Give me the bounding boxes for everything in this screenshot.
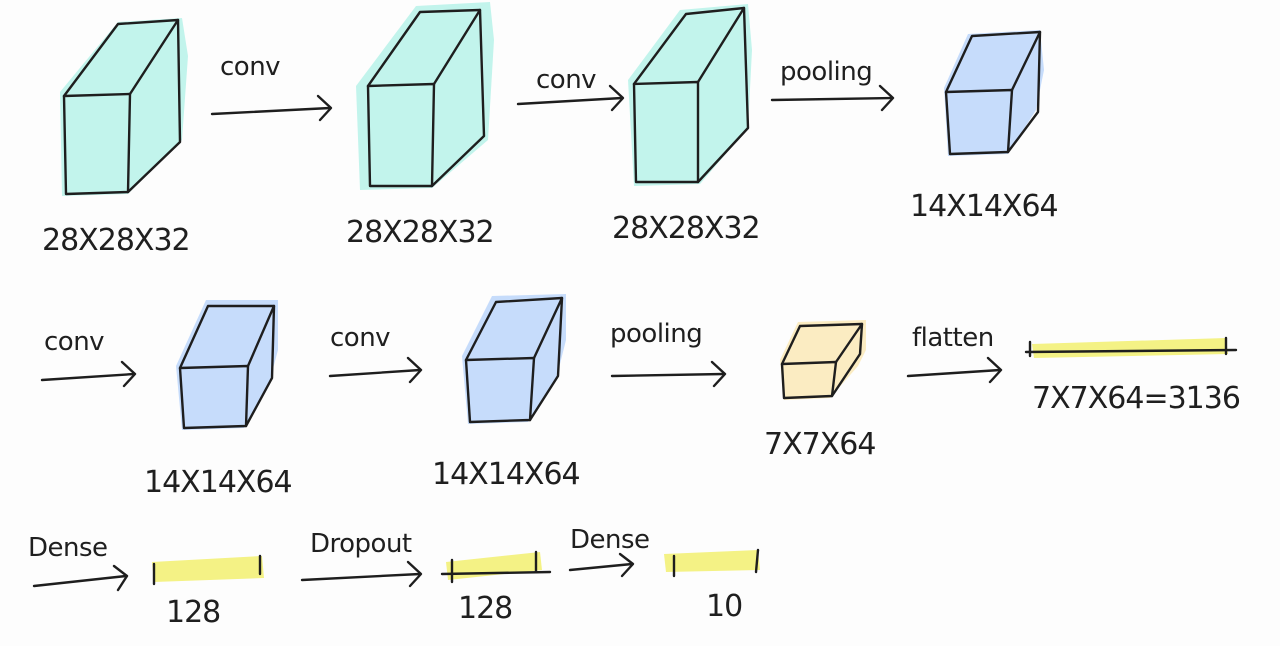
block-1-dims-label: 28X28X32 xyxy=(42,223,190,258)
flatten-vector xyxy=(1024,336,1238,358)
arrow-4-icon xyxy=(40,360,137,388)
conv-op-1-label: conv xyxy=(220,52,280,82)
dropout-vector-label: 128 xyxy=(458,591,512,626)
pooling-op-2-label: pooling xyxy=(610,319,702,349)
conv-op-3-label: conv xyxy=(44,327,104,357)
pool-block-1 xyxy=(944,30,1044,156)
flatten-op-label: flatten xyxy=(912,323,994,353)
arrow-9-icon xyxy=(300,560,423,588)
dense-vector-1 xyxy=(152,554,264,586)
arrow-3-icon xyxy=(770,84,895,112)
conv-block-3 xyxy=(628,4,752,186)
arrow-2-icon xyxy=(516,84,625,112)
pool-block-3 xyxy=(462,294,566,424)
arrow-5-icon xyxy=(328,356,423,384)
dense-op-1-label: Dense xyxy=(28,533,108,563)
block-3-dims-label: 28X28X32 xyxy=(612,211,760,246)
pooling-op-1-label: pooling xyxy=(780,57,872,87)
block-2-dims-label: 28X28X32 xyxy=(346,215,494,250)
arrow-10-icon xyxy=(568,552,635,578)
flatten-vector-label: 7X7X64=3136 xyxy=(1032,381,1240,416)
arrow-1-icon xyxy=(210,94,333,122)
dense-op-2-label: Dense xyxy=(570,525,650,555)
dense-vector-2-label: 10 xyxy=(706,589,742,624)
conv-op-4-label: conv xyxy=(330,323,390,353)
arrow-8-icon xyxy=(32,564,129,592)
dropout-vector xyxy=(440,550,552,584)
pool-block-3-dims-label: 14X14X64 xyxy=(432,457,580,492)
dense-vector-2 xyxy=(664,548,760,578)
final-pool-block xyxy=(780,320,866,400)
conv-op-2-label: conv xyxy=(536,65,596,95)
arrow-6-icon xyxy=(610,360,727,388)
conv-block-1 xyxy=(60,18,188,196)
dropout-op-label: Dropout xyxy=(310,529,412,559)
pool-block-2 xyxy=(176,300,278,430)
dense-vector-1-label: 128 xyxy=(166,595,220,630)
conv-block-2 xyxy=(356,2,494,190)
final-pool-block-dims-label: 7X7X64 xyxy=(764,427,875,462)
block-4-dims-label: 14X14X64 xyxy=(910,189,1058,224)
arrow-7-icon xyxy=(906,356,1003,384)
pool-block-2-dims-label: 14X14X64 xyxy=(144,465,292,500)
